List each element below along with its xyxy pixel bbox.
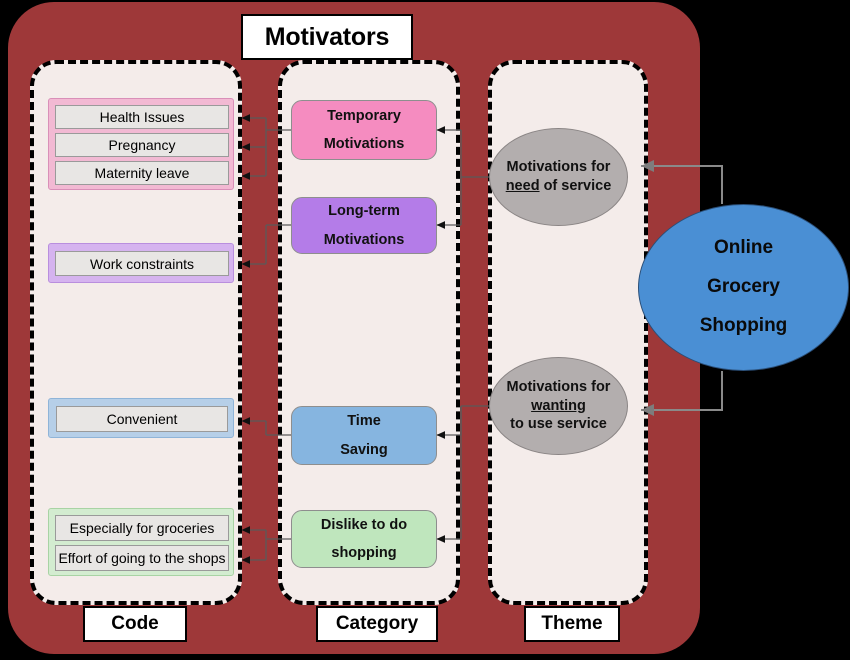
category-line-1: Long-term xyxy=(328,203,400,220)
category-line-2: Saving xyxy=(340,441,388,458)
code-pregnancy[interactable]: Pregnancy xyxy=(55,133,229,157)
category-time-saving[interactable]: Time Saving xyxy=(291,406,437,465)
theme-line-1: Motivations for xyxy=(506,379,611,396)
code-convenient[interactable]: Convenient xyxy=(56,406,228,432)
category-line-2: Motivations xyxy=(323,136,405,152)
code-effort-of-going-to-the-shops[interactable]: Effort of going to the shops xyxy=(55,545,229,571)
code-group-purple: Work constraints xyxy=(48,243,234,283)
category-line-1: Temporary xyxy=(327,107,401,124)
category-line-2: Motivations xyxy=(323,231,405,248)
category-long-term-motivations[interactable]: Long-term Motivations xyxy=(291,197,437,254)
category-dislike-to-do-shopping[interactable]: Dislike to do shopping xyxy=(291,510,437,568)
main-node-line-2: Grocery xyxy=(707,276,780,298)
code-group-green: Especially for groceries Effort of going… xyxy=(48,508,234,576)
code-health-issues[interactable]: Health Issues xyxy=(55,105,229,129)
page-title: Motivators xyxy=(241,14,413,60)
main-node-line-3: Shopping xyxy=(699,314,788,336)
category-temporary-motivations[interactable]: Temporary Motivations xyxy=(291,100,437,160)
main-node-online-grocery-shopping[interactable]: Online Grocery Shopping xyxy=(638,204,849,371)
category-line-1: Time xyxy=(347,413,381,430)
legend-category: Category xyxy=(316,606,438,642)
theme-motivations-for-need-of-service[interactable]: Motivations for need of service xyxy=(489,128,628,226)
code-group-pink: Health Issues Pregnancy Maternity leave xyxy=(48,98,234,190)
category-line-2: shopping xyxy=(331,545,397,561)
legend-theme: Theme xyxy=(524,606,620,642)
theme-emphasis: need xyxy=(505,178,540,194)
code-work-constraints[interactable]: Work constraints xyxy=(55,251,229,276)
category-line-1: Dislike to do xyxy=(320,516,408,533)
code-maternity-leave[interactable]: Maternity leave xyxy=(55,161,229,185)
main-node-line-1: Online xyxy=(713,237,774,259)
legend-code: Code xyxy=(83,606,187,642)
theme-line-2: need of service xyxy=(506,177,612,196)
theme-emphasis: wanting xyxy=(531,397,586,414)
theme-line-1: Motivations for xyxy=(506,159,611,176)
code-especially-for-groceries[interactable]: Especially for groceries xyxy=(55,515,229,541)
code-group-blue: Convenient xyxy=(48,398,234,438)
theme-motivations-for-wanting-to-use-service[interactable]: Motivations for wanting to use service xyxy=(489,357,628,455)
theme-line-3: to use service xyxy=(510,416,607,433)
theme-line-2-rest: of service xyxy=(539,178,612,194)
